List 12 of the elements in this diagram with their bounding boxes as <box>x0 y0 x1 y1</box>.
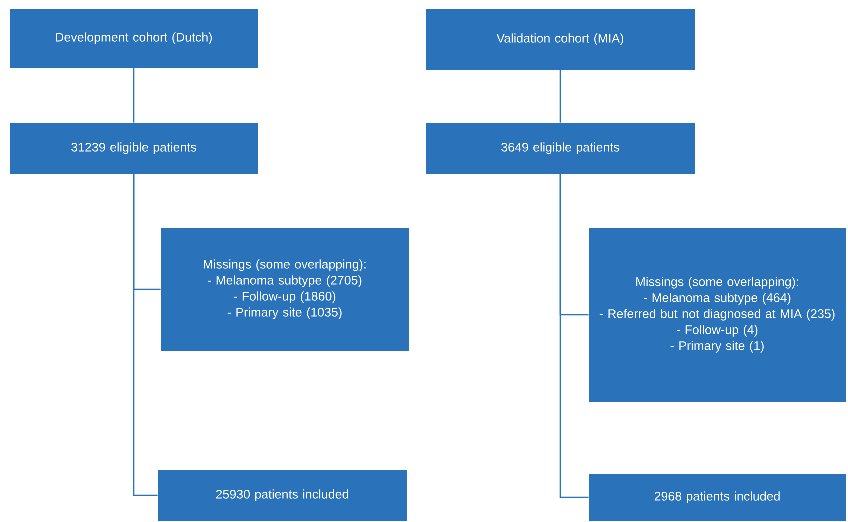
process-box: 25930 patients included <box>158 470 407 521</box>
process-box: 31239 eligible patients <box>10 123 258 174</box>
process-box: 3649 eligible patients <box>426 123 695 174</box>
process-box: Missings (some overlapping): - Melanoma subtype (464) - Referred but not diagnosed at MIA (235) - Follow-up (4) - Primary site (1) <box>589 228 846 402</box>
process-box: Validation cohort (MIA) <box>426 9 695 70</box>
process-box: Development cohort (Dutch) <box>10 9 258 68</box>
process-box: 2968 patients included <box>589 474 846 521</box>
process-box: Missings (some overlapping): - Melanoma subtype (2705) - Follow-up (1860) - Primary site (1035) <box>161 228 409 351</box>
connector-line <box>133 68 135 123</box>
connector-line <box>560 70 562 123</box>
connector-line <box>560 174 589 498</box>
connector-line <box>133 174 158 496</box>
